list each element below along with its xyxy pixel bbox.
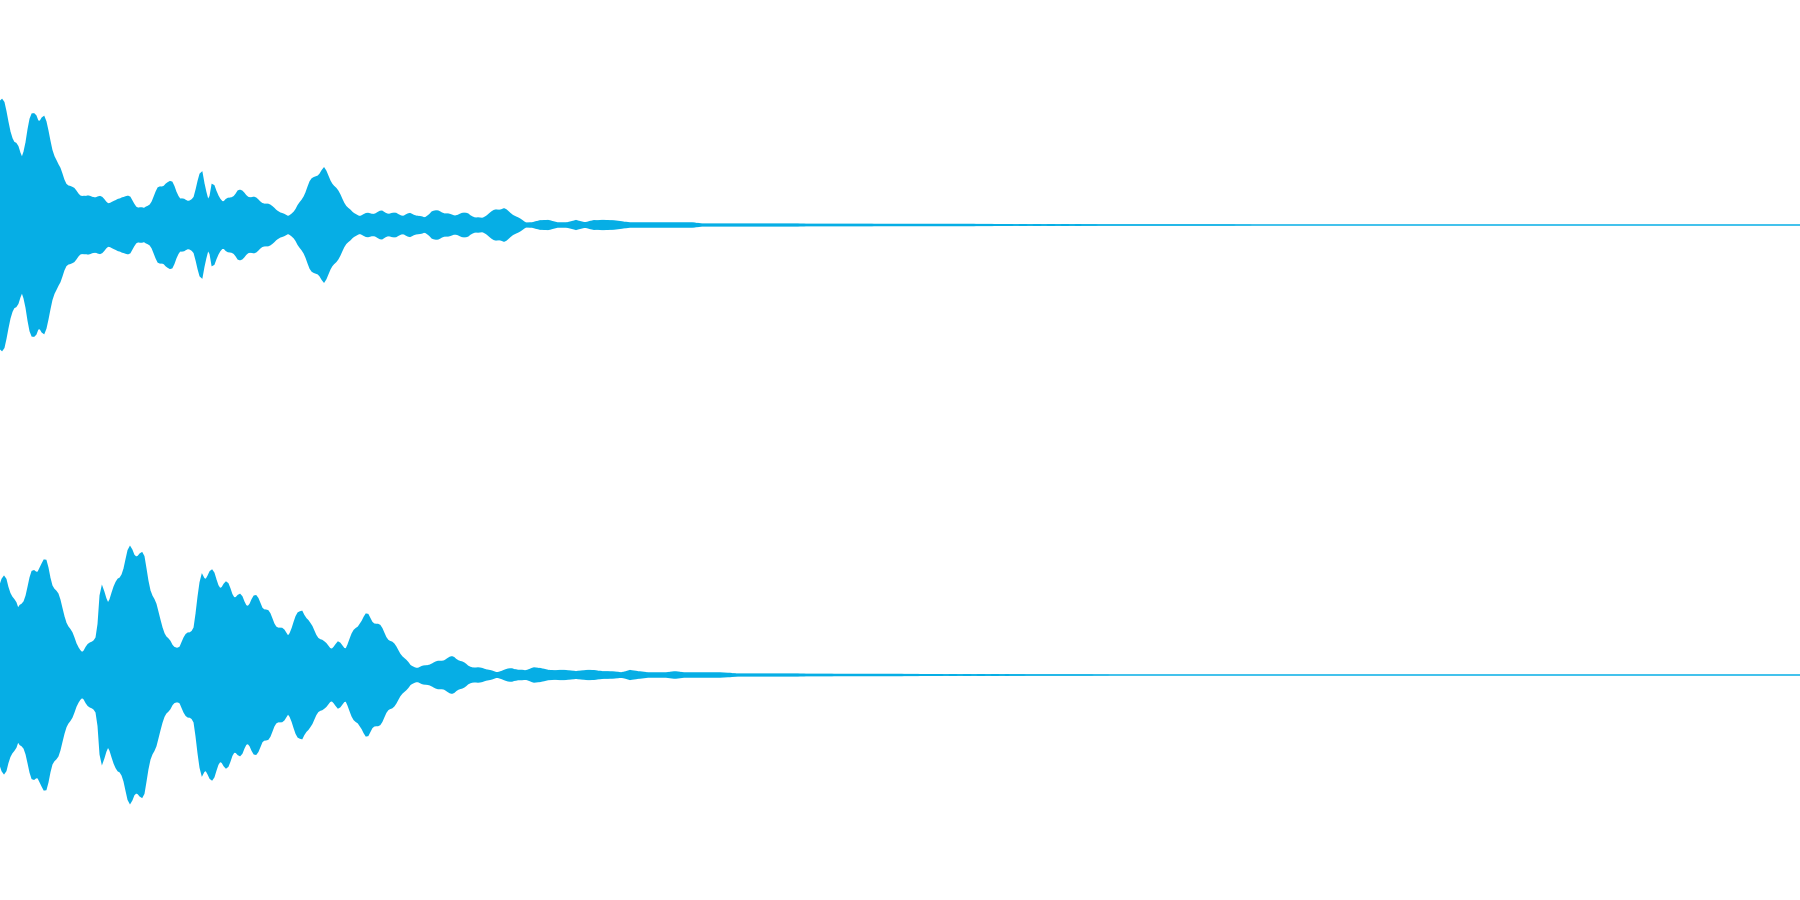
waveform-channel-2: [0, 545, 1800, 805]
waveform-channel-1: [0, 98, 1800, 352]
